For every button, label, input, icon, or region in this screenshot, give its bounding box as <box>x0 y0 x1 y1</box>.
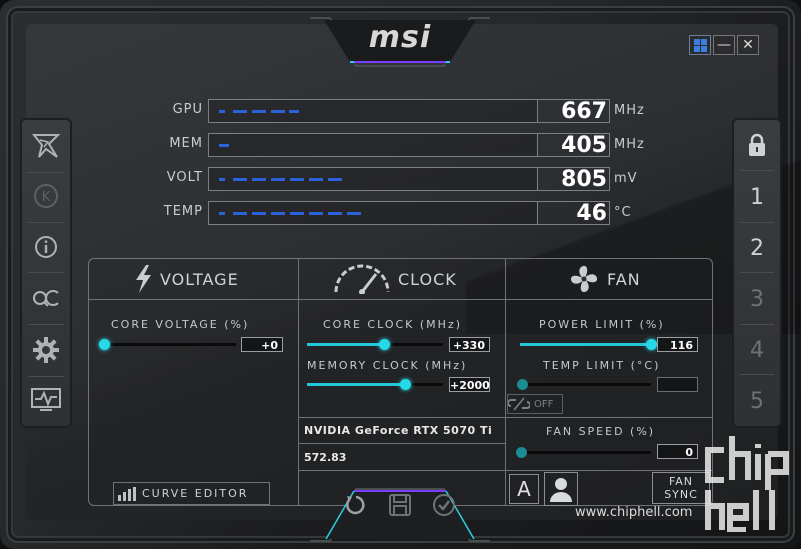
fan-speed-slider[interactable] <box>520 451 651 454</box>
monitor-unit: °C <box>614 205 632 220</box>
k-boost-icon[interactable]: K <box>28 178 64 214</box>
monitor-label: TEMP <box>163 204 203 219</box>
close-button[interactable]: ✕ <box>737 35 759 55</box>
core-clock-knob[interactable] <box>379 339 390 350</box>
monitor-row-gpu: GPU 667 MHz <box>150 99 660 124</box>
link-toggle-button[interactable]: OFF <box>507 394 563 414</box>
msi-logo: msi <box>368 20 432 55</box>
monitor-row-volt: VOLT 805 mV <box>150 167 660 192</box>
monitor-label: VOLT <box>166 170 203 185</box>
profile-4-button[interactable]: 4 <box>750 337 764 363</box>
power-limit-knob[interactable] <box>646 339 657 350</box>
voltage-title: VOLTAGE <box>160 270 239 289</box>
core-clock-label: CORE CLOCK (MHz) <box>323 318 463 331</box>
main-surface <box>26 24 801 520</box>
monitor-bar <box>208 201 538 225</box>
logo-notch <box>310 0 490 70</box>
oc-scanner-icon[interactable] <box>28 280 64 316</box>
monitor-row-temp: TEMP 46 °C <box>150 201 660 226</box>
gpu-name: NVIDIA GeForce RTX 5070 Ti <box>304 424 493 437</box>
right-sidebar: 1 2 3 4 5 <box>734 120 780 426</box>
monitor-value: 405 <box>538 133 610 158</box>
memory-clock-label: MEMORY CLOCK (MHz) <box>307 359 468 372</box>
user-icon <box>550 478 572 502</box>
power-limit-label: POWER LIMIT (%) <box>539 318 665 331</box>
core-voltage-slider[interactable] <box>104 343 236 346</box>
minimize-button[interactable]: — <box>713 35 735 55</box>
fan-speed-knob[interactable] <box>516 447 527 458</box>
profile-3-button[interactable]: 3 <box>750 286 764 312</box>
temp-limit-input[interactable] <box>657 377 698 392</box>
fan-title: FAN <box>607 270 641 289</box>
msi-dragon-icon[interactable] <box>28 128 64 164</box>
watermark-url: www.chiphell.com <box>575 505 693 520</box>
fan-speed-input[interactable]: 0 <box>657 444 698 459</box>
memory-clock-input[interactable]: +2000 <box>449 377 490 392</box>
profile-2-button[interactable]: 2 <box>750 235 764 261</box>
monitor-unit: MHz <box>614 137 645 152</box>
profile-5-button[interactable]: 5 <box>750 388 764 414</box>
fan-speed-label: FAN SPEED (%) <box>546 425 656 438</box>
bottom-actions <box>344 492 456 522</box>
driver-version: 572.83 <box>304 451 347 464</box>
monitor-unit: MHz <box>614 103 645 118</box>
window-controls: — ✕ <box>689 35 759 55</box>
fan-auto-button[interactable]: A <box>509 474 539 504</box>
monitor-value: 46 <box>538 201 610 226</box>
core-clock-slider[interactable] <box>307 343 443 346</box>
fan-icon <box>569 264 599 298</box>
fan-sync-button[interactable]: FAN SYNC <box>652 472 710 504</box>
monitor-bar <box>208 167 538 191</box>
apply-icon[interactable] <box>432 493 456 521</box>
left-sidebar: K <box>22 120 70 426</box>
chiphell-watermark-logo <box>705 436 789 532</box>
monitor-bar <box>208 99 538 123</box>
settings-gear-icon[interactable] <box>28 332 64 368</box>
monitor-label: MEM <box>169 136 203 151</box>
windows-icon[interactable] <box>689 35 711 55</box>
memory-clock-slider[interactable] <box>307 383 443 386</box>
core-clock-input[interactable]: +330 <box>449 337 490 352</box>
clock-title: CLOCK <box>398 270 457 289</box>
monitor-label: GPU <box>172 102 203 117</box>
curve-editor-label: CURVE EDITOR <box>142 487 249 500</box>
monitoring-icon[interactable] <box>28 382 64 418</box>
fan-sync-label-1: FAN <box>668 475 694 488</box>
monitor-value: 667 <box>538 99 610 124</box>
lock-icon[interactable] <box>734 120 780 170</box>
temp-limit-slider[interactable] <box>520 383 651 386</box>
core-voltage-input[interactable]: +0 <box>241 337 283 352</box>
bar-chart-icon <box>118 486 136 501</box>
memory-clock-knob[interactable] <box>400 379 411 390</box>
curve-editor-button[interactable]: CURVE EDITOR <box>113 482 270 505</box>
power-limit-input[interactable]: 116 <box>657 337 698 352</box>
svg-text:K: K <box>42 190 51 205</box>
power-limit-slider[interactable] <box>520 343 651 346</box>
window-frame <box>6 6 795 543</box>
monitor-bar <box>208 133 538 157</box>
temp-limit-knob[interactable] <box>517 379 528 390</box>
monitor-value: 805 <box>538 167 610 192</box>
link-toggle-label: OFF <box>534 398 554 410</box>
fan-sync-label-2: SYNC <box>664 488 698 501</box>
profile-1-button[interactable]: 1 <box>750 184 764 210</box>
core-voltage-label: CORE VOLTAGE (%) <box>111 318 250 331</box>
lightning-icon <box>132 264 154 298</box>
save-icon[interactable] <box>388 493 412 521</box>
monitor-unit: mV <box>614 171 638 186</box>
user-fan-button[interactable] <box>544 472 578 506</box>
info-icon[interactable] <box>28 229 64 265</box>
monitor-row-mem: MEM 405 MHz <box>150 133 660 158</box>
core-voltage-knob[interactable] <box>99 339 110 350</box>
reset-icon[interactable] <box>344 493 368 521</box>
temp-limit-label: TEMP LIMIT (°C) <box>543 359 661 372</box>
speedometer-icon <box>332 264 392 298</box>
link-icon <box>508 397 530 411</box>
